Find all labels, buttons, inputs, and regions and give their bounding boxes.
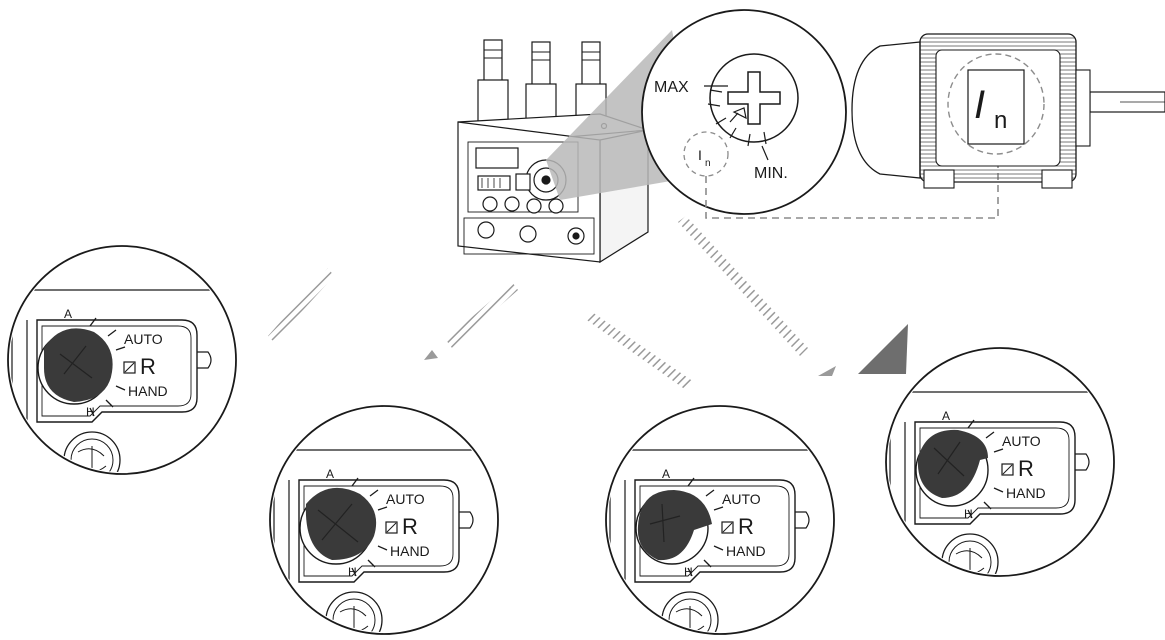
in-subscript-small: n — [705, 158, 711, 169]
auto-label: AUTO — [386, 491, 425, 507]
reset-label: R — [140, 354, 156, 379]
a-label: A — [326, 467, 334, 481]
pointer-arrow-icon — [729, 107, 747, 123]
arrow-to-dial-3 — [584, 312, 694, 390]
hand-label: HAND — [128, 383, 168, 399]
reset-label: R — [1018, 456, 1034, 481]
min-label: MIN. — [754, 165, 788, 182]
arrow-head-left — [424, 350, 438, 360]
hand-label: HAND — [1006, 485, 1046, 501]
a-label: A — [64, 307, 72, 321]
h-label: H — [86, 405, 95, 419]
a-label: A — [662, 467, 670, 481]
reset-knob-2 — [305, 487, 377, 560]
reset-dial-4: A AUTO R HAND H — [885, 347, 1115, 577]
nameplate-highlight — [947, 53, 1045, 155]
max-label: MAX — [654, 79, 689, 96]
auto-label: AUTO — [722, 491, 761, 507]
reset-dial-2: A AUTO R HAND H — [269, 405, 499, 635]
hand-label: HAND — [390, 543, 430, 559]
h-label: H — [348, 565, 357, 579]
auto-label: AUTO — [1002, 433, 1041, 449]
motor: I n — [851, 33, 1165, 189]
reset-dial-3: A AUTO R HAND H — [605, 405, 835, 635]
phillips-head-icon — [727, 71, 781, 125]
in-subscript-large: n — [994, 107, 1007, 134]
arrow-to-dial-1 — [268, 268, 334, 342]
in-symbol-small: I — [698, 147, 702, 163]
setting-magnifier: MAX MIN. I n — [641, 9, 847, 215]
arrow-head-right — [858, 324, 908, 374]
reset-knob-4 — [917, 429, 988, 498]
in-indicator — [683, 131, 729, 177]
in-symbol-large: I — [974, 83, 985, 127]
direction-arrows — [268, 216, 908, 390]
reset-knob-1 — [44, 328, 113, 402]
nameplate — [967, 69, 1025, 145]
arrow-head-mid — [818, 366, 836, 376]
reset-knob-3 — [637, 490, 712, 561]
h-label: H — [964, 507, 973, 521]
reset-label: R — [402, 514, 418, 539]
auto-label: AUTO — [124, 331, 163, 347]
h-label: H — [684, 565, 693, 579]
reset-dial-1: A AUTO R HAND H — [7, 245, 237, 475]
hand-label: HAND — [726, 543, 766, 559]
reset-label: R — [738, 514, 754, 539]
arrow-to-dial-4 — [678, 216, 808, 356]
a-label: A — [942, 409, 950, 423]
arrow-to-dial-2 — [446, 282, 518, 348]
